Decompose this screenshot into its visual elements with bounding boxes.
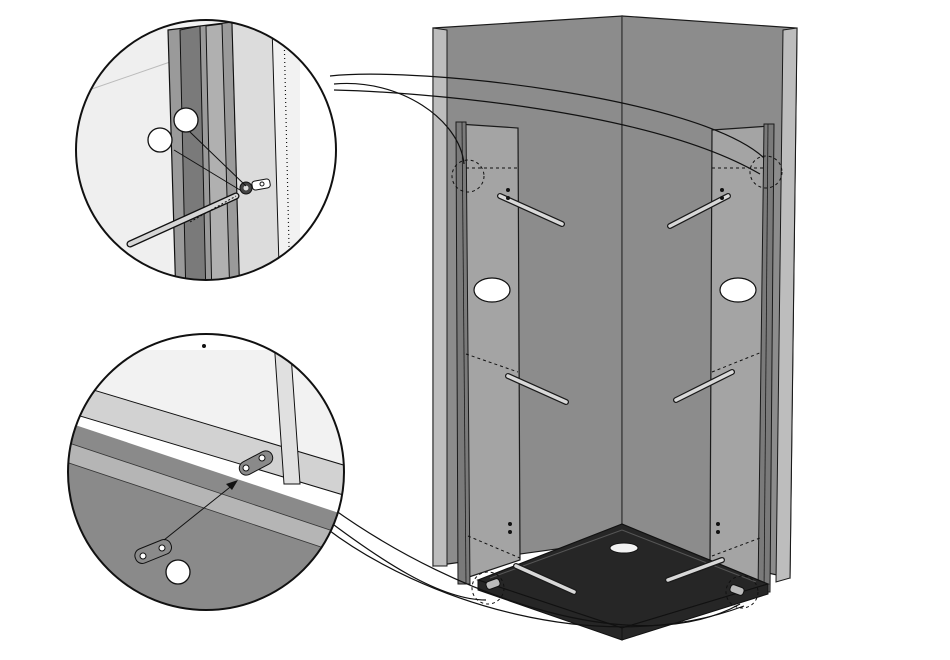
left-wall-edge — [433, 28, 447, 566]
callout-bottom — [166, 560, 190, 584]
shower-enclosure — [433, 16, 797, 640]
callout-glass-right — [720, 278, 756, 302]
callout-glass-left — [474, 278, 510, 302]
drain-icon — [610, 543, 638, 553]
callout-top-left — [148, 128, 172, 152]
detail-view-top — [60, 20, 336, 300]
callout-top-right — [174, 108, 198, 132]
detail-view-bottom — [60, 334, 360, 620]
